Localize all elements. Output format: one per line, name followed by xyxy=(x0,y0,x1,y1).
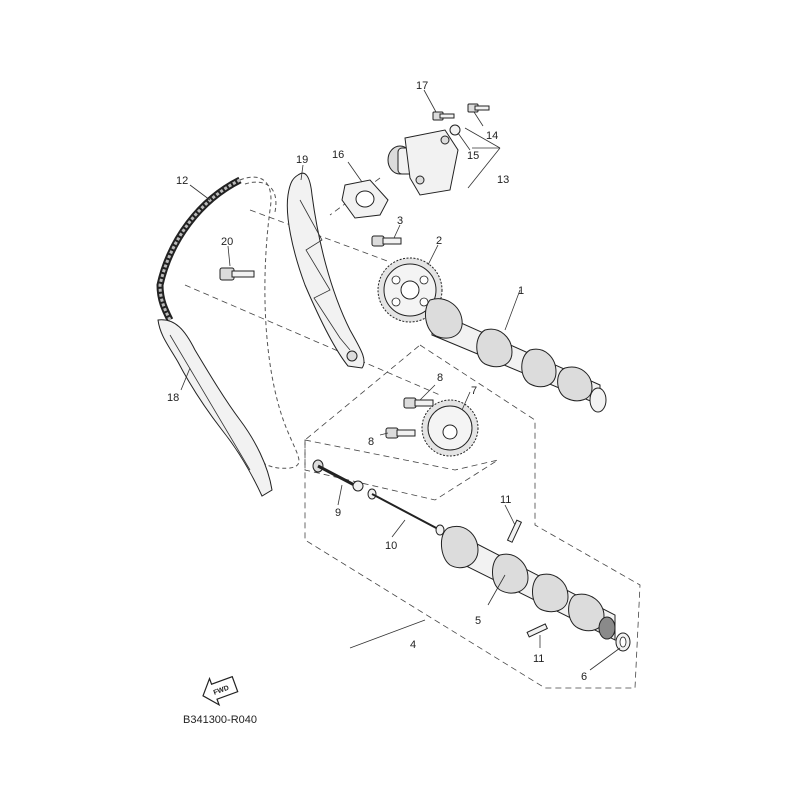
dowel-pin-lower xyxy=(526,623,548,638)
camshaft-upper xyxy=(424,298,607,413)
timing-chain xyxy=(156,176,300,469)
callout-5: 5 xyxy=(475,615,481,627)
callout-16: 16 xyxy=(332,149,344,161)
guide-bolt xyxy=(219,267,255,281)
guide-reference-line xyxy=(184,284,441,396)
sprocket-bolt-upper xyxy=(371,235,402,247)
callout-13: 13 xyxy=(497,174,509,186)
tensioner-guide xyxy=(286,172,365,369)
callout-8-lower: 8 xyxy=(368,436,374,448)
sprocket-bolt-a xyxy=(403,397,434,409)
callout-15: 15 xyxy=(467,150,479,162)
callout-labels: 1 2 3 4 5 6 7 8 8 9 10 11 11 12 13 14 15… xyxy=(167,80,587,683)
callout-10: 10 xyxy=(385,540,397,552)
cam-chain-tensioner xyxy=(387,129,459,196)
callout-3: 3 xyxy=(397,215,403,227)
callout-17: 17 xyxy=(416,80,428,92)
chain-guide xyxy=(157,319,273,497)
callout-11-lower: 11 xyxy=(533,653,544,665)
callout-4: 4 xyxy=(410,639,416,651)
tensioner-bolts xyxy=(432,103,490,136)
callout-19: 19 xyxy=(296,154,308,166)
callout-14: 14 xyxy=(486,130,498,142)
cam-sprocket-upper xyxy=(377,257,443,323)
dowel-pin-upper xyxy=(506,519,523,543)
cam-sprocket-lower xyxy=(421,399,479,457)
drawing-code: B341300-R040 xyxy=(183,714,257,726)
callout-12: 12 xyxy=(176,175,188,187)
callout-7: 7 xyxy=(471,385,477,397)
callout-2: 2 xyxy=(436,235,442,247)
forward-direction-arrow: FWD xyxy=(202,675,239,707)
sprocket-bolt-b xyxy=(385,427,416,439)
camshaft-bearing xyxy=(615,632,631,652)
decompressor-rod xyxy=(367,488,445,536)
camshaft-assembly-group-outline xyxy=(304,344,641,689)
camshaft-lower xyxy=(441,526,616,641)
decompressor-shaft xyxy=(312,459,364,492)
sprocket-group-outline xyxy=(304,439,499,501)
callout-18: 18 xyxy=(167,392,179,404)
callout-11-upper: 11 xyxy=(500,494,511,506)
callout-8-upper: 8 xyxy=(437,372,443,384)
callout-1: 1 xyxy=(518,285,524,297)
leader-lines xyxy=(180,89,621,671)
callout-20: 20 xyxy=(221,236,233,248)
tensioner-gasket xyxy=(341,179,389,219)
callout-9: 9 xyxy=(335,507,341,519)
callout-6: 6 xyxy=(581,671,587,683)
